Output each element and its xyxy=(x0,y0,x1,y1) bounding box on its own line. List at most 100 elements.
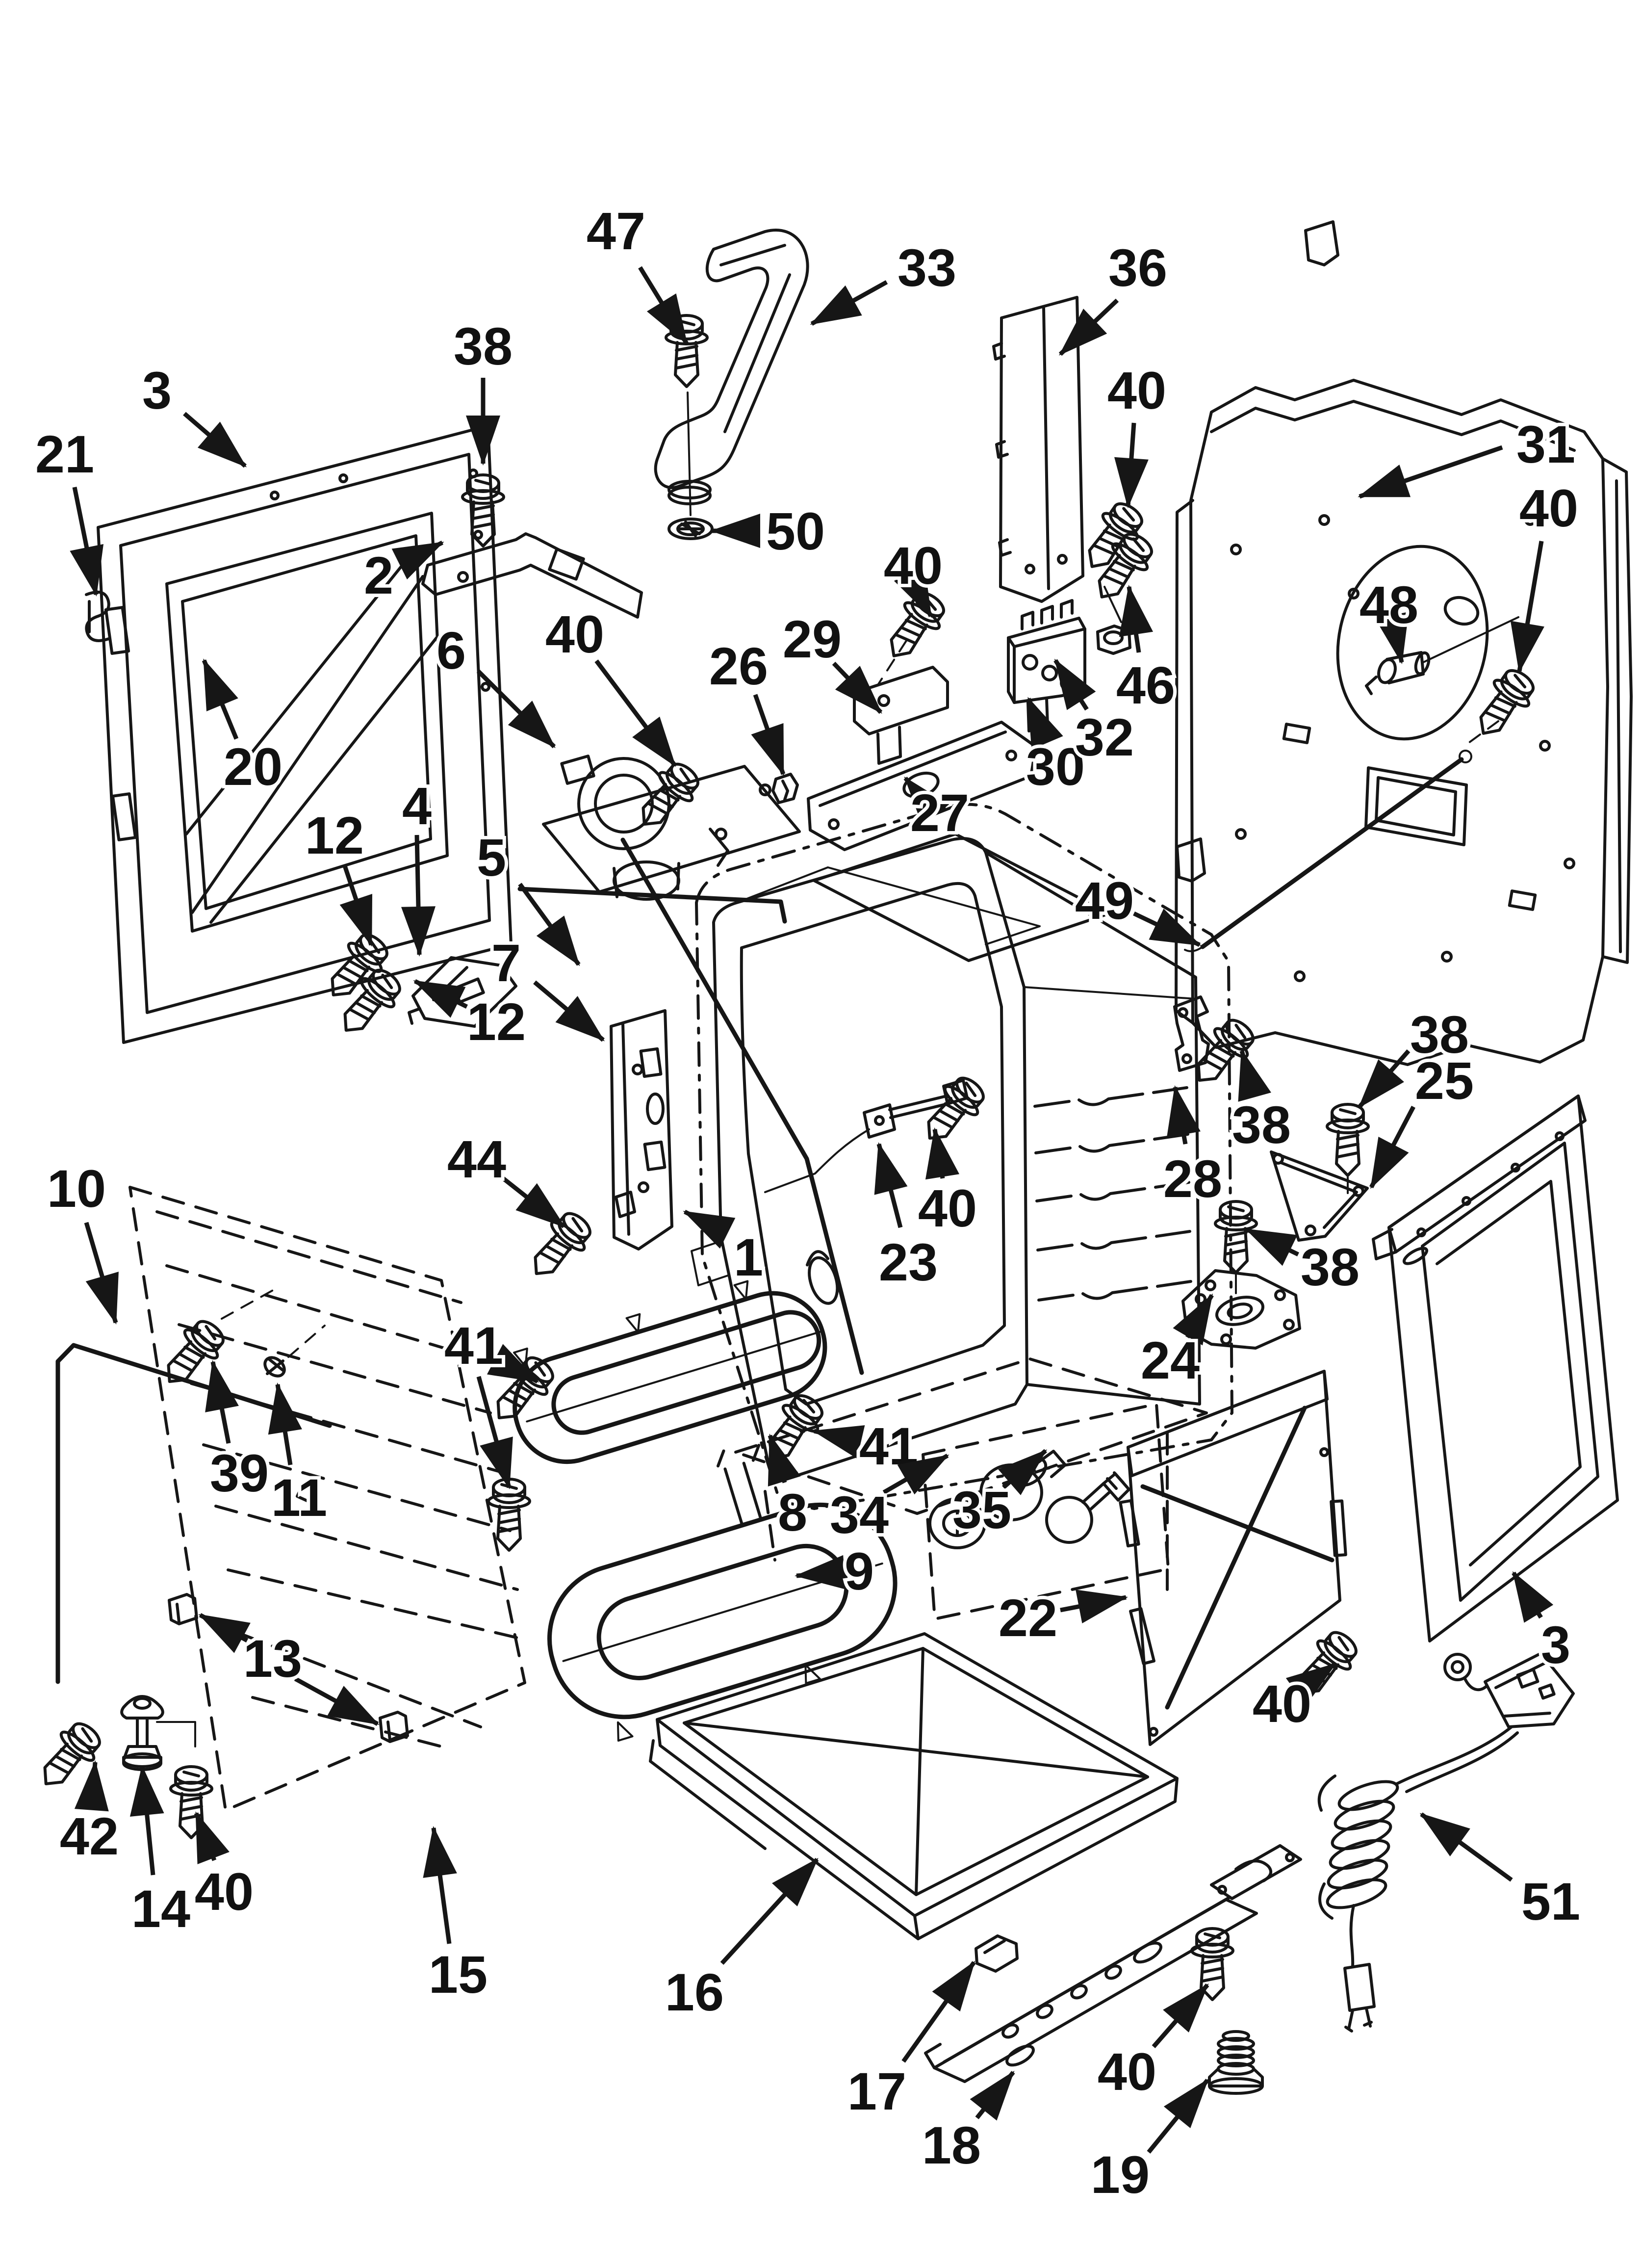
leader-arrow-14 xyxy=(129,1765,164,1876)
leader-arrow-38 xyxy=(1238,1049,1271,1102)
leader-arrow-20 xyxy=(202,658,239,740)
leader-arrow-13 xyxy=(294,1677,380,1726)
leader-arrow-42 xyxy=(74,1760,109,1812)
part-label-38: 38 xyxy=(1410,1005,1469,1064)
grommet-50-sketch xyxy=(667,518,714,540)
part-label-20: 20 xyxy=(224,737,282,796)
part-label-15: 15 xyxy=(429,1945,487,2004)
screw-38-corner xyxy=(1327,1104,1368,1175)
leader-arrow-4 xyxy=(401,834,436,957)
leader-arrow-6 xyxy=(476,669,556,749)
part-label-3: 3 xyxy=(1541,1615,1570,1674)
screw-40-rear-leader xyxy=(1466,720,1499,745)
part-label-46: 46 xyxy=(1116,655,1175,715)
part-label-24: 24 xyxy=(1141,1330,1200,1390)
part-label-33: 33 xyxy=(898,238,956,297)
leader-arrow-7 xyxy=(533,980,605,1042)
leader-arrow-11 xyxy=(268,1382,302,1465)
screw-40-rear xyxy=(1466,663,1541,745)
leader-arrow-17 xyxy=(901,1960,976,2063)
leader-arrow-36 xyxy=(1058,298,1119,356)
rod-5-sketch xyxy=(517,837,864,1375)
screw-40-foot-leader xyxy=(156,1721,196,1747)
part-label-40: 40 xyxy=(195,1862,254,1921)
leader-arrow-46 xyxy=(1119,585,1154,653)
part-label-48: 48 xyxy=(1360,575,1418,634)
part-label-28: 28 xyxy=(1163,1149,1222,1208)
part-label-10: 10 xyxy=(47,1159,106,1218)
terminal-block-30-sketch xyxy=(1007,599,1086,732)
leader-arrow-25 xyxy=(1369,1105,1415,1189)
leveling-leg-19-sketch xyxy=(1209,2032,1262,2093)
screw-38-top xyxy=(462,475,504,546)
part-label-8: 8 xyxy=(778,1483,807,1542)
part-label-51: 51 xyxy=(1521,1872,1580,1931)
part-label-12: 12 xyxy=(467,992,526,1051)
screw-46 xyxy=(1085,527,1159,609)
part-label-12: 12 xyxy=(305,806,364,865)
part-label-49: 49 xyxy=(1075,871,1134,930)
leader-arrow-28 xyxy=(1167,1085,1201,1145)
part-label-6: 6 xyxy=(436,621,466,680)
leader-arrow-38 xyxy=(1358,1049,1411,1109)
part-label-22: 22 xyxy=(999,1588,1057,1647)
drawer-glide-rail-18-sketch xyxy=(924,1844,1302,2083)
part-label-1: 1 xyxy=(734,1227,763,1287)
part-label-44: 44 xyxy=(447,1129,506,1189)
leader-arrow-9 xyxy=(795,1555,846,1590)
anti-tip-bracket-2-sketch xyxy=(421,532,643,619)
part-label-42: 42 xyxy=(60,1806,119,1866)
part-label-47: 47 xyxy=(587,201,645,261)
rear-panel-31-sketch xyxy=(1175,379,1633,1066)
light-lens-ring xyxy=(928,1497,986,1549)
part-label-30: 30 xyxy=(1026,737,1085,796)
screw-46-leader xyxy=(1103,586,1122,623)
corner-bracket-25-sketch xyxy=(1270,1150,1369,1242)
door-latch-motor-6-sketch xyxy=(542,755,801,901)
power-cord-51-sketch xyxy=(1317,1652,1575,2033)
broil-element-8-sketch xyxy=(513,1250,839,1464)
part-label-21: 21 xyxy=(35,424,94,484)
part-label-13: 13 xyxy=(243,1629,302,1688)
leader-arrow-3 xyxy=(183,412,247,468)
screw-38-plate xyxy=(1215,1201,1257,1273)
leader-arrow-47 xyxy=(638,266,689,345)
leader-arrow-12 xyxy=(339,863,374,947)
part-label-38: 38 xyxy=(454,316,513,376)
leader-arrow-40 xyxy=(1152,1983,1209,2048)
part-label-2: 2 xyxy=(364,546,393,605)
nut-32-sketch xyxy=(1096,625,1131,655)
leader-arrow-51 xyxy=(1419,1812,1513,1882)
leader-arrow-26 xyxy=(751,694,786,776)
leader-arrow-10 xyxy=(84,1222,119,1325)
leader-arrow-5 xyxy=(518,883,581,966)
screw-40-foot xyxy=(171,1767,212,1838)
part-label-27: 27 xyxy=(910,783,969,842)
clip-13-a-sketch xyxy=(168,1593,198,1625)
screw-12-a xyxy=(318,927,395,1008)
spacer-11-sketch xyxy=(263,1356,286,1378)
leader-arrow-32 xyxy=(1053,658,1096,711)
leader-arrow-21 xyxy=(70,487,104,597)
leader-arrow-12 xyxy=(413,979,468,1018)
bolt-48-leader xyxy=(1422,616,1519,663)
leader-arrow-40 xyxy=(894,565,933,618)
leader-arrow-24 xyxy=(1173,1293,1214,1346)
clip-26-sketch xyxy=(771,773,799,804)
part-label-25: 25 xyxy=(1415,1051,1474,1110)
part-label-18: 18 xyxy=(922,2115,981,2175)
part-label-32: 32 xyxy=(1075,707,1134,767)
clip-17-sketch xyxy=(975,1934,1019,1973)
leader-arrow-8 xyxy=(768,1434,801,1486)
leader-arrow-40 xyxy=(1510,541,1544,673)
side-panel-15-sketch xyxy=(128,1186,526,1812)
side-shield-36-sketch xyxy=(992,296,1084,603)
hinge-plate-7-sketch xyxy=(610,1009,673,1251)
part-label-35: 35 xyxy=(952,1480,1011,1539)
drawer-base-pan-16-sketch xyxy=(649,1632,1179,1940)
screw-44 xyxy=(521,1206,598,1287)
left-door-panel-sketch xyxy=(97,424,513,1044)
part-label-5: 5 xyxy=(477,828,506,887)
leader-arrow-23 xyxy=(874,1142,908,1228)
part-label-38: 38 xyxy=(1232,1095,1291,1154)
